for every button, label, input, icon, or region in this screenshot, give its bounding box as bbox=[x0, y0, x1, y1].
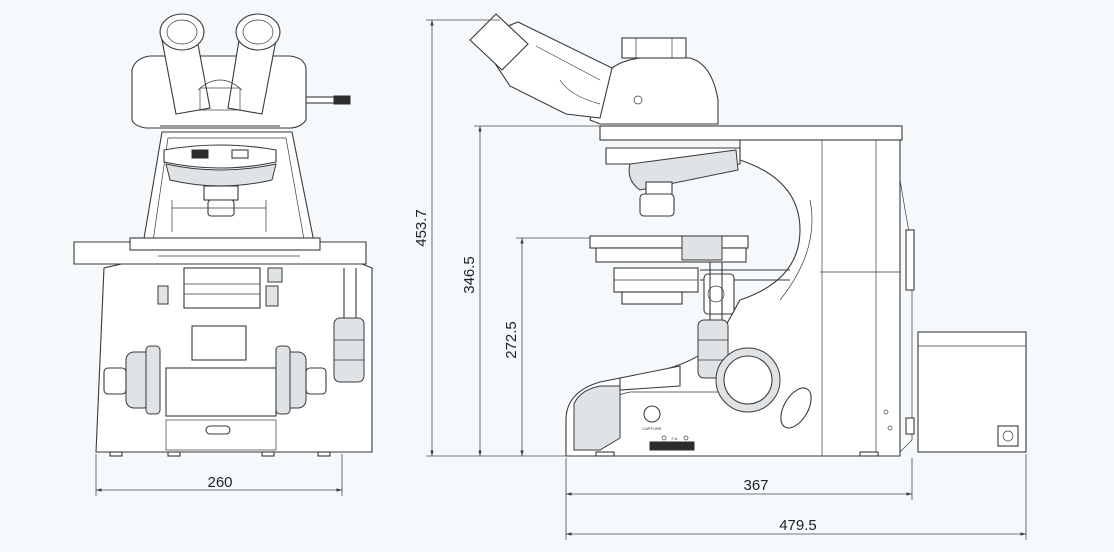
side-capture-button bbox=[643, 405, 661, 423]
total-depth-dimension: 479.5 bbox=[566, 454, 1027, 540]
side-objective bbox=[639, 193, 675, 217]
side-stage bbox=[589, 235, 749, 249]
total-height-label: 453.7 bbox=[413, 209, 430, 247]
front-lamp-box bbox=[165, 367, 277, 417]
side-nosepiece-ring bbox=[628, 149, 739, 191]
side-capture-label: CAPTURE bbox=[642, 426, 661, 431]
side-ocular bbox=[469, 13, 529, 71]
base-depth-dimension: 367 bbox=[565, 458, 913, 540]
front-width-label: 260 bbox=[207, 474, 232, 491]
front-ocular-left bbox=[159, 13, 205, 51]
side-trinocular-port bbox=[621, 37, 687, 59]
lower-height-label: 272.5 bbox=[503, 321, 520, 359]
side-top-plate bbox=[599, 125, 903, 141]
stage-height-dimension: 346.5 bbox=[461, 125, 600, 456]
front-width-dimension: 260 bbox=[95, 454, 343, 496]
stage-height-label: 346.5 bbox=[461, 256, 478, 294]
front-view bbox=[73, 13, 373, 457]
side-fa-label: F.A. bbox=[672, 436, 679, 441]
side-handle-slot bbox=[780, 387, 812, 429]
base-depth-label: 367 bbox=[743, 477, 768, 494]
front-condenser bbox=[191, 325, 247, 361]
front-stage-mechanism bbox=[183, 267, 261, 309]
front-xy-knob bbox=[333, 317, 365, 383]
front-head bbox=[131, 55, 307, 129]
lower-height-dimension: 272.5 bbox=[503, 237, 590, 456]
front-nosepiece-top bbox=[163, 144, 277, 169]
side-view: CAPTURE F.A. bbox=[469, 13, 1027, 457]
total-height-dimension: 453.7 bbox=[413, 19, 566, 457]
side-power-socket bbox=[997, 425, 1019, 447]
total-depth-label: 479.5 bbox=[779, 517, 817, 534]
side-fa-scale bbox=[649, 441, 695, 451]
front-ocular-right bbox=[235, 13, 281, 51]
front-nosepiece-ring bbox=[165, 163, 277, 187]
